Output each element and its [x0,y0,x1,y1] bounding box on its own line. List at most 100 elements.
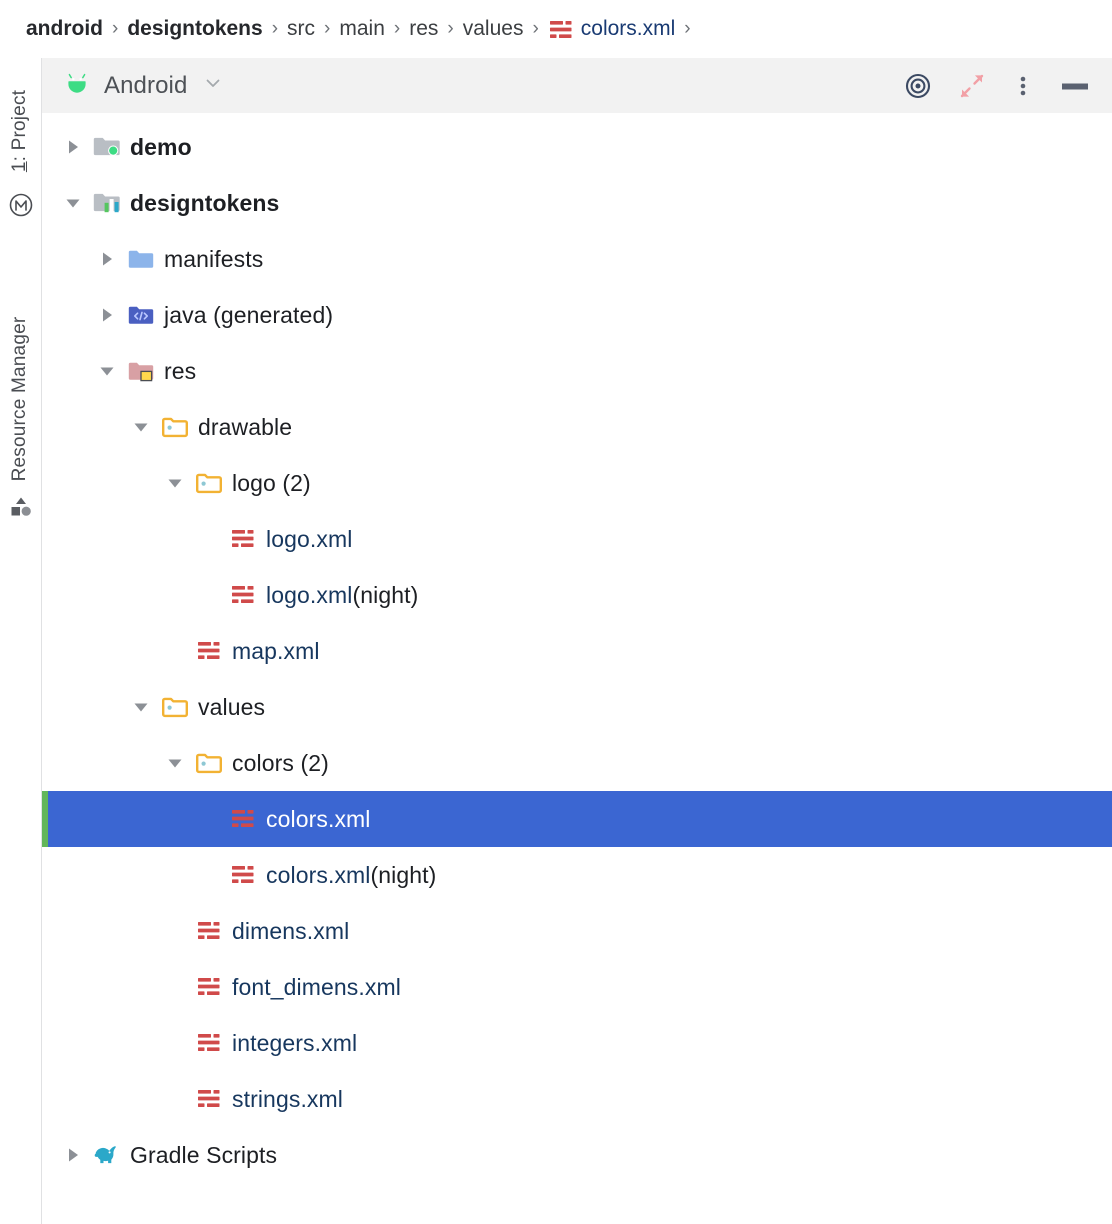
breadcrumb-item-android[interactable]: android [26,17,103,41]
breadcrumb-item-label: main [339,17,385,40]
tree-row-colors-xml[interactable]: colors.xml [42,791,1112,847]
left-tool-strip: 1: Project Resource Manager [0,58,42,1224]
tree-row-java-generated[interactable]: java (generated) [42,287,1112,343]
tree-row-label: dimens.xml [232,917,350,944]
breadcrumb: android › designtokens › src › main › res › values… [0,0,1112,58]
xml-file-icon [228,580,258,610]
res-folder-icon [126,356,156,386]
breadcrumb-item-designtokens[interactable]: designtokens [127,17,262,41]
breadcrumb-item-colors-xml[interactable]: colors.xml [548,16,676,43]
tree-row-qualifier: (night) [352,581,419,608]
breadcrumb-item-res[interactable]: res [409,17,438,41]
triangle-down-icon[interactable] [128,414,154,440]
tree-row-map-xml[interactable]: map.xml [42,623,1112,679]
tree-row-strings-xml[interactable]: strings.xml [42,1071,1112,1127]
tool-window-header: Android [42,58,1112,113]
breadcrumb-item-label: res [409,17,439,40]
breadcrumb-item-label: colors.xml [580,17,676,40]
target-icon[interactable] [904,72,932,100]
breadcrumb-item-label: designtokens [127,17,263,40]
tree-row-label: colors.xml [266,861,371,888]
triangle-down-icon[interactable] [162,750,188,776]
xml-file-icon [228,804,258,834]
chevron-down-icon[interactable] [203,73,223,98]
tree-row-logo-xml[interactable]: logo.xml [42,511,1112,567]
tree-row-integers-xml[interactable]: integers.xml [42,1015,1112,1071]
tree-row-values[interactable]: values [42,679,1112,735]
tree-row-drawable[interactable]: drawable [42,399,1112,455]
xml-file-icon [194,1028,224,1058]
tree-row-label: demo [130,133,192,160]
xml-file-icon [228,860,258,890]
breadcrumb-item-label: android [26,17,103,40]
tree-row-label: Gradle Scripts [130,1141,278,1168]
breadcrumb-item-label: values [462,17,524,40]
resource-folder-icon [160,692,190,722]
tree-row-label: logo.xml [266,525,353,552]
triangle-right-icon[interactable] [94,302,120,328]
breadcrumb-separator: › [447,18,454,39]
tree-row-demo[interactable]: demo [42,119,1112,175]
breadcrumb-separator: › [112,18,119,39]
sidebar-tab-project-separator: : [8,150,30,162]
module-folder-green-dot-icon [92,132,122,162]
breadcrumb-separator: › [393,18,401,39]
resource-folder-icon [194,748,224,778]
breadcrumb-item-main[interactable]: main [339,17,385,41]
xml-file-icon [194,916,224,946]
tree-row-colors-2[interactable]: colors (2) [42,735,1112,791]
tree-row-dimens-xml[interactable]: dimens.xml [42,903,1112,959]
blue-folder-icon [126,244,156,274]
sidebar-tab-project[interactable]: 1: Project [9,51,31,211]
tool-window-actions [904,72,1090,100]
gradle-elephant-icon [92,1140,122,1170]
resource-folder-icon [194,468,224,498]
breadcrumb-item-values[interactable]: values [463,17,524,41]
tree-row-label: strings.xml [232,1085,344,1112]
triangle-down-icon[interactable] [60,190,86,216]
triangle-down-icon[interactable] [94,358,120,384]
minimize-bar-icon[interactable] [1060,72,1090,100]
sidebar-tab-resource-manager[interactable]: Resource Manager [9,284,31,514]
vertical-dots-icon[interactable] [1012,72,1034,100]
breadcrumb-item-label: src [287,17,316,40]
tree-row-font-dimens-xml[interactable]: font_dimens.xml [42,959,1112,1015]
triangle-right-icon[interactable] [94,246,120,272]
tree-row-logo-xml[interactable]: logo.xml (night) [42,567,1112,623]
tree-row-label: java (generated) [164,301,334,328]
tree-row-gradle-scripts[interactable]: Gradle Scripts [42,1127,1112,1183]
tree-row-label: res [164,357,197,384]
tree-row-label: logo (2) [232,469,311,496]
tree-row-manifests[interactable]: manifests [42,231,1112,287]
sidebar-tab-project-number: 1 [8,161,30,173]
project-view-selector[interactable]: Android [62,68,223,103]
triangle-down-icon[interactable] [128,694,154,720]
xml-file-icon [548,17,574,43]
tree-row-colors-xml[interactable]: colors.xml (night) [42,847,1112,903]
shapes-icon[interactable] [10,496,32,518]
project-tool-window: Android [42,58,1112,1224]
circled-m-icon[interactable] [9,193,33,217]
sidebar-tab-resource-manager-label: Resource Manager [8,316,30,482]
breadcrumb-separator: › [271,18,279,39]
triangle-right-icon[interactable] [60,1142,86,1168]
collapse-arrows-icon[interactable] [958,72,986,100]
tree-row-res[interactable]: res [42,343,1112,399]
tree-row-label: integers.xml [232,1029,358,1056]
tree-row-label: drawable [198,413,293,440]
java-folder-icon [126,300,156,330]
xml-file-icon [194,1084,224,1114]
triangle-down-icon[interactable] [162,470,188,496]
breadcrumb-separator: › [532,18,539,39]
breadcrumb-item-src[interactable]: src [287,17,315,41]
tree-row-qualifier: (night) [370,861,437,888]
triangle-right-icon[interactable] [60,134,86,160]
tree-row-designtokens[interactable]: designtokens [42,175,1112,231]
tree-row-logo-2[interactable]: logo (2) [42,455,1112,511]
tree-row-label: colors (2) [232,749,329,776]
tool-window-title: Android [104,71,188,99]
module-library-icon [92,188,122,218]
tree-row-label: logo.xml [266,581,353,608]
xml-file-icon [228,524,258,554]
